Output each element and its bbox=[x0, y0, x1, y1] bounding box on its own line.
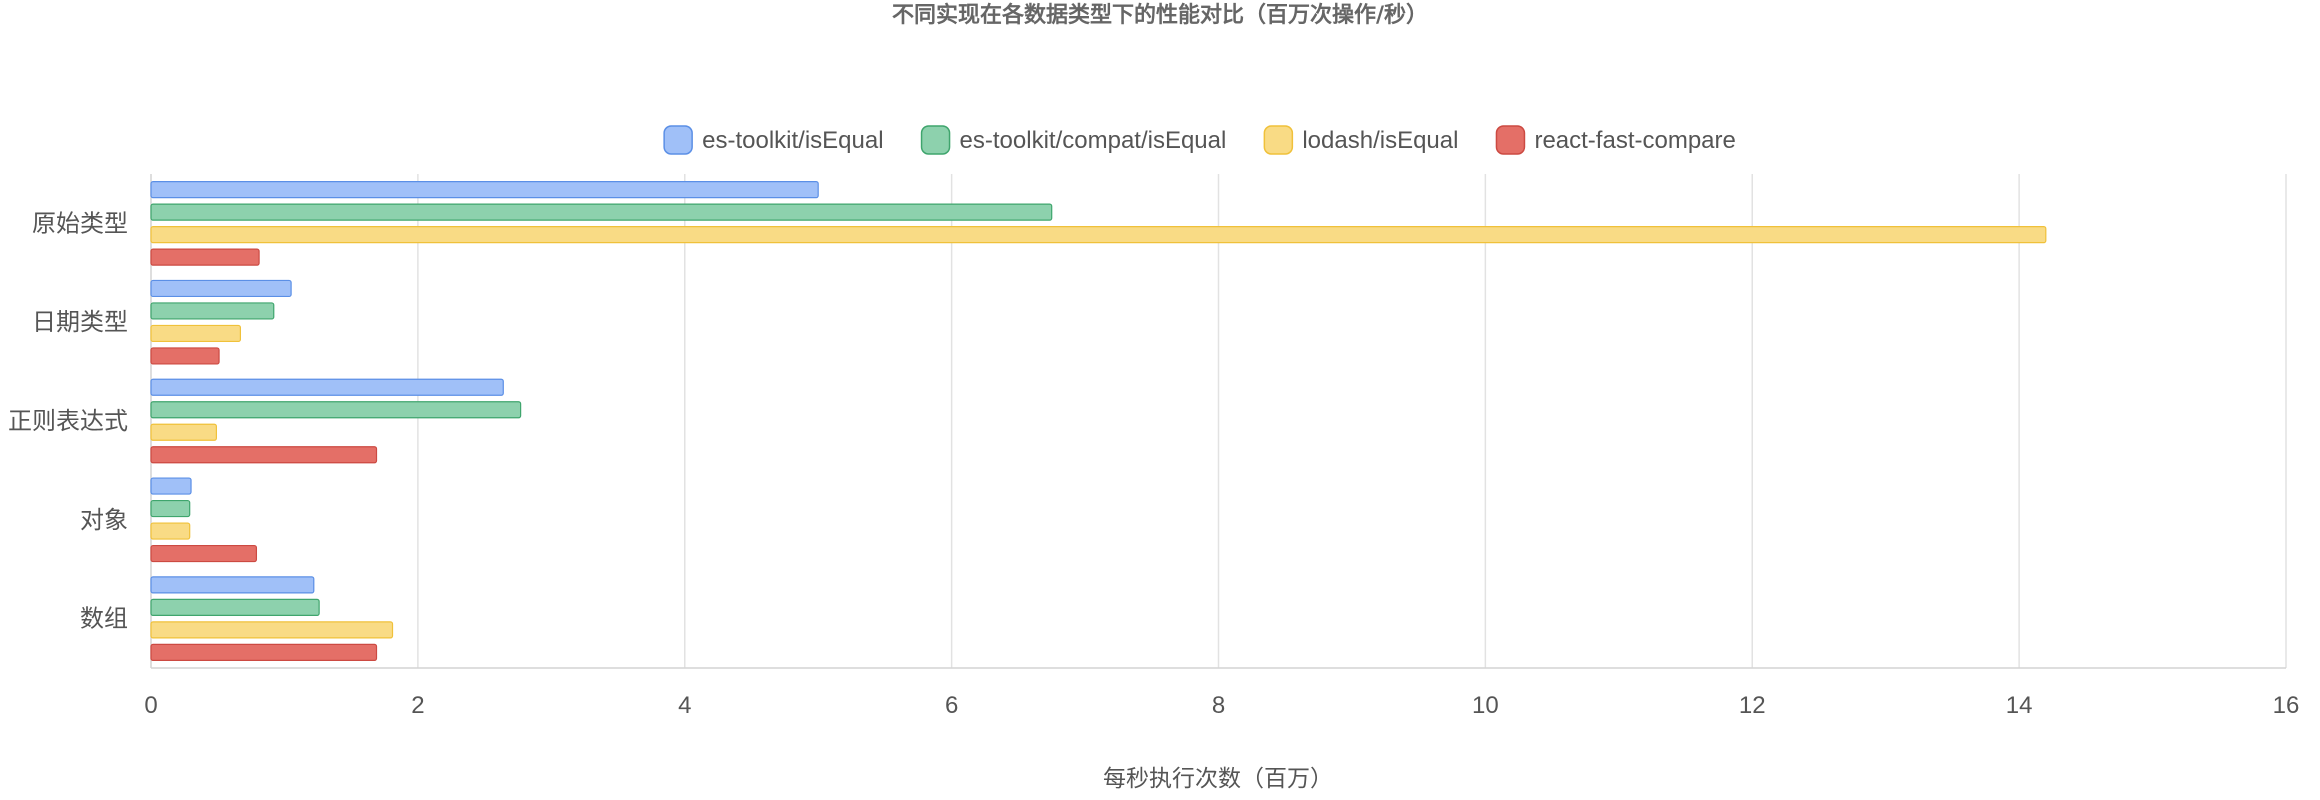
x-tick-label: 2 bbox=[411, 692, 424, 719]
x-tick-label: 6 bbox=[945, 692, 958, 719]
x-axis-ticks: 0 2 4 6 8 10 12 14 16 bbox=[144, 692, 2299, 719]
x-tick-label: 10 bbox=[1472, 692, 1499, 719]
bar-3-4[interactable] bbox=[150, 643, 378, 661]
category-label: 正则表达式 bbox=[8, 407, 128, 435]
grid-lines bbox=[150, 174, 2287, 669]
bar-3-1[interactable] bbox=[150, 347, 220, 365]
bar-1-3[interactable] bbox=[150, 499, 191, 518]
legend: es-toolkit/isEqual es-toolkit/compat/isEq… bbox=[663, 125, 1736, 155]
x-tick-label: 16 bbox=[2273, 692, 2300, 719]
legend-swatch bbox=[1495, 125, 1526, 155]
x-tick-label: 14 bbox=[2006, 692, 2033, 719]
bar-2-3[interactable] bbox=[150, 522, 191, 540]
bar-3-3[interactable] bbox=[150, 544, 258, 563]
bar-2-2[interactable] bbox=[150, 423, 217, 441]
x-tick-label: 4 bbox=[678, 692, 691, 719]
bar-1-2[interactable] bbox=[150, 401, 522, 419]
category-label: 原始类型 bbox=[32, 209, 128, 237]
legend-swatch bbox=[663, 125, 693, 155]
legend-item-3[interactable]: react-fast-compare bbox=[1495, 125, 1736, 155]
x-axis-title: 每秒执行次数（百万） bbox=[1103, 766, 1333, 792]
bar-1-0[interactable] bbox=[150, 203, 1053, 221]
legend-label: es-toolkit/compat/isEqual bbox=[960, 127, 1227, 154]
bar-0-4[interactable] bbox=[150, 576, 315, 594]
bar-3-0[interactable] bbox=[150, 248, 260, 266]
legend-swatch bbox=[920, 125, 951, 155]
bar-0-1[interactable] bbox=[150, 279, 292, 298]
legend-label: react-fast-compare bbox=[1534, 127, 1735, 154]
legend-swatch bbox=[1263, 125, 1294, 155]
category-label: 数组 bbox=[80, 605, 128, 633]
category-label: 日期类型 bbox=[32, 308, 128, 336]
category-label: 对象 bbox=[80, 506, 128, 534]
bar-0-0[interactable] bbox=[150, 181, 819, 199]
bar-0-2[interactable] bbox=[150, 378, 504, 396]
legend-item-2[interactable]: lodash/isEqual bbox=[1263, 125, 1458, 155]
x-tick-label: 12 bbox=[1739, 692, 1766, 719]
bar-2-1[interactable] bbox=[150, 324, 242, 343]
legend-item-0[interactable]: es-toolkit/isEqual bbox=[663, 125, 884, 155]
bar-3-2[interactable] bbox=[150, 446, 378, 464]
x-tick-label: 8 bbox=[1212, 692, 1225, 719]
bar-2-4[interactable] bbox=[150, 621, 394, 639]
legend-item-1[interactable]: es-toolkit/compat/isEqual bbox=[920, 125, 1227, 155]
bars bbox=[150, 181, 2047, 661]
x-tick-label: 0 bbox=[144, 692, 157, 719]
legend-label: es-toolkit/isEqual bbox=[702, 127, 883, 154]
legend-label: lodash/isEqual bbox=[1302, 127, 1458, 154]
bar-1-1[interactable] bbox=[150, 302, 275, 320]
bar-2-0[interactable] bbox=[150, 226, 2047, 244]
chart-title: 不同实现在各数据类型下的性能对比（百万次操作/秒） bbox=[892, 2, 1428, 28]
bar-1-4[interactable] bbox=[150, 598, 320, 616]
bar-0-3[interactable] bbox=[150, 477, 192, 495]
